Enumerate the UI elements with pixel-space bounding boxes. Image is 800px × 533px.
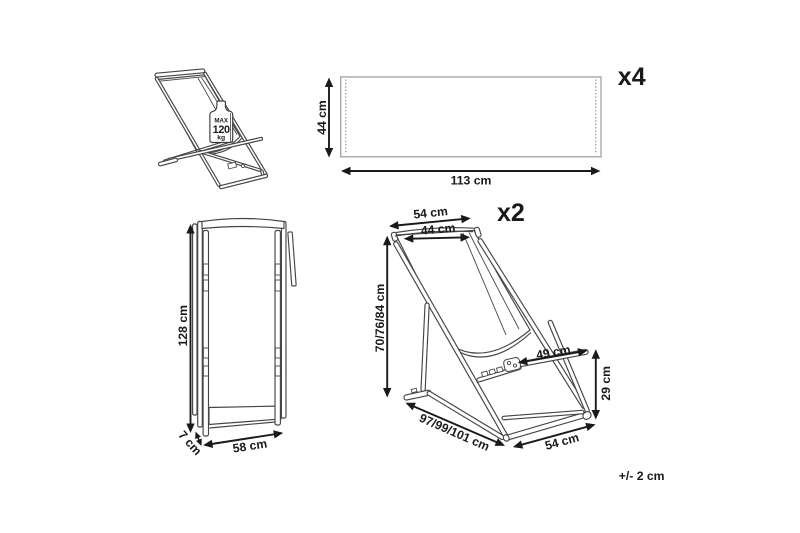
svg-text:49 cm: 49 cm xyxy=(535,342,572,362)
svg-text:70/76/84 cm: 70/76/84 cm xyxy=(373,284,387,353)
svg-text:120: 120 xyxy=(213,124,230,136)
svg-text:54 cm: 54 cm xyxy=(413,204,449,222)
svg-text:kg: kg xyxy=(217,135,225,142)
svg-text:113 cm: 113 cm xyxy=(451,174,492,188)
svg-text:128 cm: 128 cm xyxy=(176,305,190,346)
svg-text:x2: x2 xyxy=(497,199,525,227)
svg-text:29 cm: 29 cm xyxy=(599,366,613,401)
svg-text:58 cm: 58 cm xyxy=(232,436,268,455)
svg-text:MAX: MAX xyxy=(214,118,229,125)
svg-text:44 cm: 44 cm xyxy=(420,221,456,238)
svg-text:x4: x4 xyxy=(618,63,646,91)
svg-text:+/- 2 cm: +/- 2 cm xyxy=(619,469,665,483)
svg-text:44 cm: 44 cm xyxy=(315,100,329,135)
